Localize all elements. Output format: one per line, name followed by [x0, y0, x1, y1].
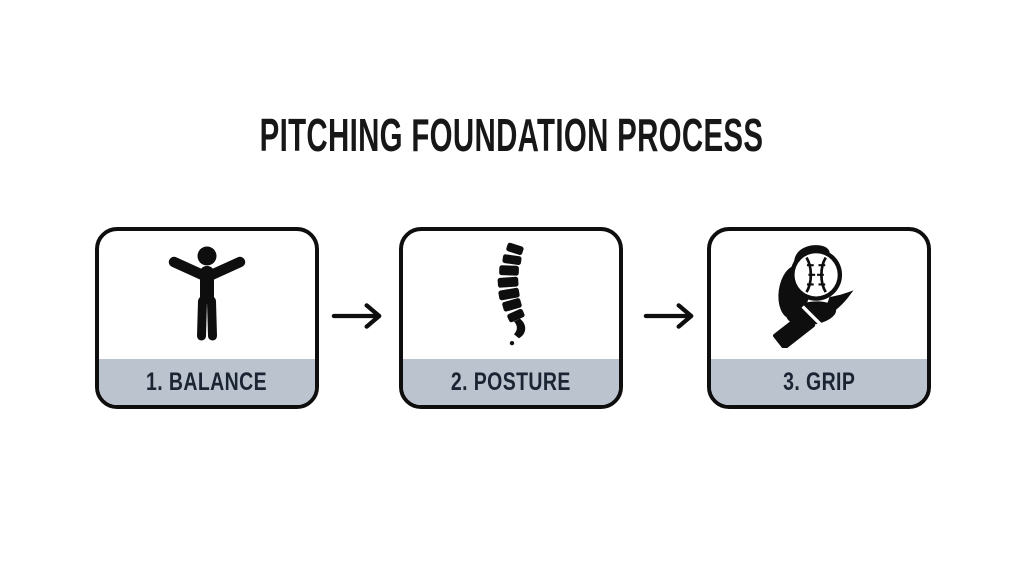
step-box-grip: 3. GRIP	[707, 227, 931, 409]
step-label-grip: 3. GRIP	[782, 367, 856, 396]
balance-icon-area	[99, 231, 315, 359]
spine-icon	[497, 242, 526, 346]
grip-label-band: 3. GRIP	[711, 359, 927, 405]
step-label-balance: 1. BALANCE	[146, 367, 268, 396]
step-box-posture: 2. POSTURE	[399, 227, 623, 409]
posture-label-band: 2. POSTURE	[403, 359, 619, 405]
hand-holding-baseball-icon	[773, 245, 854, 348]
right-arrow-icon	[331, 303, 382, 329]
posture-icon-area	[403, 231, 619, 359]
page-title-text: PITCHING FOUNDATION PROCESS	[260, 109, 764, 161]
right-arrow-icon	[643, 303, 694, 329]
balance-label-band: 1. BALANCE	[99, 359, 315, 405]
balance-person-icon	[168, 246, 246, 341]
step-box-balance: 1. BALANCE	[95, 227, 319, 409]
grip-icon-area	[711, 231, 927, 359]
step-label-posture: 2. POSTURE	[451, 367, 571, 396]
page-title: PITCHING FOUNDATION PROCESS	[0, 108, 1024, 162]
